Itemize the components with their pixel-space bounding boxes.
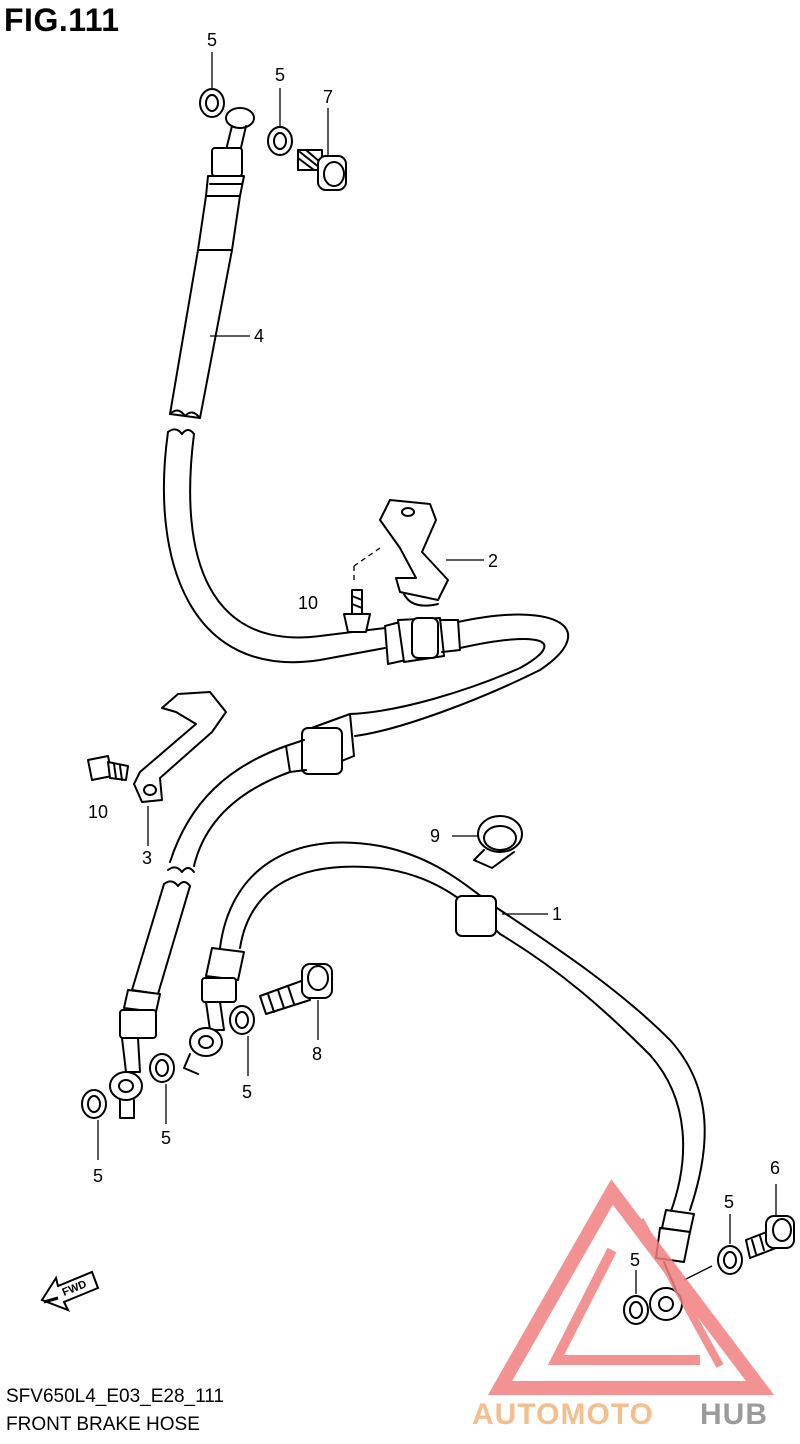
part-1-long-hose [183,841,706,1321]
part-10-bolt-lower [87,755,129,781]
washer-5-a [199,88,225,118]
callout-7: 7 [323,87,333,107]
fwd-arrow-icon: FWD [40,1270,100,1312]
part-3-lower-left-hose [109,745,291,1119]
washer-5-e [229,1005,255,1035]
callout-9: 9 [430,826,440,846]
callout-5-d: 5 [161,1128,171,1148]
washer-5-f [717,1245,743,1275]
part-4-upper-hose [162,107,461,665]
washer-5-d [149,1053,175,1083]
diagram-name: FRONT BRAKE HOSE [6,1414,200,1435]
washer-5-c [81,1089,107,1119]
callout-5-c: 5 [93,1166,103,1186]
callout-8: 8 [312,1044,322,1064]
part-7-union-bolt [297,149,347,191]
callout-5-e: 5 [242,1082,252,1102]
watermark-logo-icon: AUTOMOTO HUB [472,1179,775,1431]
callout-4: 4 [254,326,264,346]
part-3-bracket [133,691,227,803]
callout-5-a: 5 [207,30,217,50]
callout-10-upper: 10 [298,593,318,613]
watermark-text-part2: HUB [700,1398,768,1431]
part-10-bolt-upper [343,589,371,633]
part-8-union-bolt [259,963,333,1015]
figure-title: FIG.111 [4,2,120,38]
joint-tube [285,613,570,775]
washer-5-b [267,126,293,156]
callout-10-lower: 10 [88,802,108,822]
callout-2: 2 [488,551,498,571]
callout-6: 6 [770,1158,780,1178]
part-9-clamp [473,815,523,869]
diagram-code: SFV650L4_E03_E28_111 [6,1386,224,1407]
part-2-bracket [379,499,449,607]
watermark-text-part1: AUTOMOTO [472,1398,654,1431]
callout-3: 3 [142,848,152,868]
callout-5-g: 5 [630,1250,640,1270]
callout-5-f: 5 [724,1192,734,1212]
leader-lines [97,52,777,1294]
part-6-union-bolt [745,1215,795,1259]
callout-5-b: 5 [275,65,285,85]
callout-1: 1 [552,904,562,924]
washer-5-g [623,1295,649,1325]
